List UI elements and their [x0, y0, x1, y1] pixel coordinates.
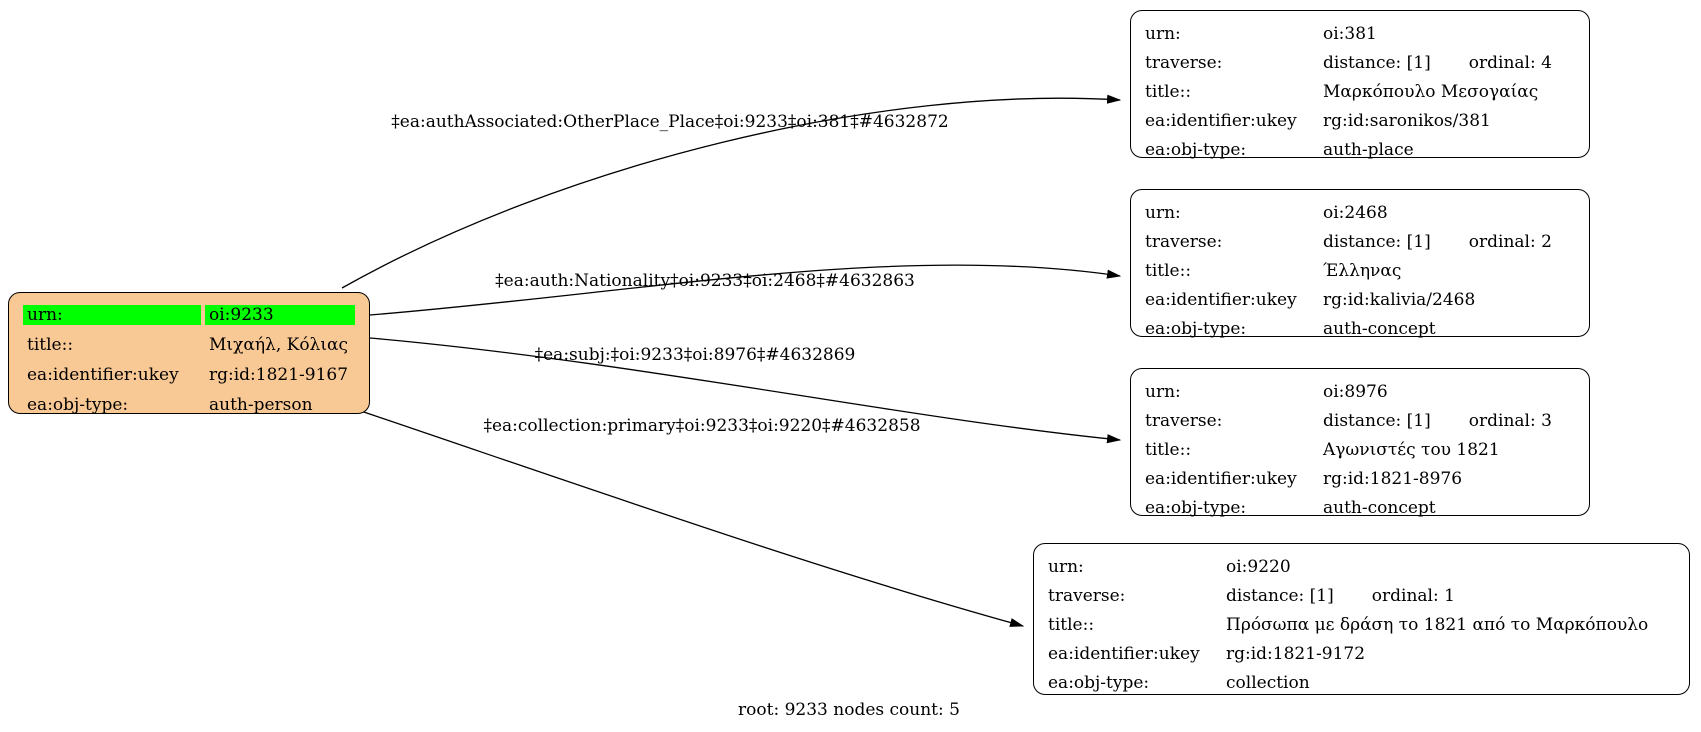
row-key: urn: [1145, 23, 1181, 44]
node-row: urn: oi:8976 [1145, 377, 1575, 406]
row-key: ea:identifier:ukey [1048, 643, 1200, 664]
row-value-ordinal: ordinal: 2 [1468, 231, 1552, 252]
node-oi-9220[interactable]: urn: oi:9220 traverse: distance: [1]ordi… [1033, 543, 1690, 695]
node-row: ea:identifier:ukey rg:id:kalivia/2468 [1145, 285, 1575, 314]
row-value: oi:9220 [1226, 556, 1291, 577]
node-oi-2468[interactable]: urn: oi:2468 traverse: distance: [1]ordi… [1130, 189, 1590, 339]
row-value: distance: [1]ordinal: 4 [1323, 52, 1552, 73]
edge-label-subj: ‡ea:subj:‡oi:9233‡oi:8976‡#4632869 [534, 345, 856, 365]
edge-label-nationality: ‡ea:auth:Nationality‡oi:9233‡oi:2468‡#46… [495, 271, 915, 291]
graph-caption: root: 9233 nodes count: 5 [738, 700, 960, 720]
node-row: title:: Μιχαήλ, Κόλιας [23, 331, 355, 359]
row-key: ea:identifier:ukey [27, 365, 179, 385]
row-key: title:: [1145, 260, 1192, 281]
node-row: title:: Μαρκόπουλο Μεσογαίας [1145, 77, 1575, 106]
node-row: ea:obj-type: auth-person [23, 391, 355, 419]
row-key: ea:obj-type: [1145, 318, 1247, 339]
node-row: title:: Αγωνιστές του 1821 [1145, 435, 1575, 464]
row-value: rg:id:saronikos/381 [1323, 110, 1491, 131]
row-value: rg:id:1821-8976 [1323, 468, 1463, 489]
edge-authAssociated [341, 94, 1122, 289]
row-value: distance: [1]ordinal: 1 [1226, 585, 1455, 606]
node-row: traverse: distance: [1]ordinal: 4 [1145, 48, 1575, 77]
row-key: urn: [1145, 381, 1181, 402]
row-value-ordinal: ordinal: 3 [1468, 410, 1552, 431]
row-value: Αγωνιστές του 1821 [1323, 439, 1500, 460]
row-value: collection [1226, 672, 1310, 693]
node-row: ea:obj-type: auth-place [1145, 135, 1575, 164]
node-row: urn: oi:2468 [1145, 198, 1575, 227]
edge-subj [369, 337, 1122, 444]
node-oi-381[interactable]: urn: oi:381 traverse: distance: [1]ordin… [1130, 10, 1590, 160]
row-value: oi:8976 [1323, 381, 1388, 402]
node-oi-8976[interactable]: urn: oi:8976 traverse: distance: [1]ordi… [1130, 368, 1590, 518]
edge-collection [351, 407, 1025, 627]
row-value: oi:9233 [205, 305, 355, 325]
row-key: ea:identifier:ukey [1145, 289, 1297, 310]
row-value: rg:id:kalivia/2468 [1323, 289, 1476, 310]
row-value: Πρόσωπα με δράση το 1821 από το Μαρκόπου… [1226, 614, 1649, 635]
row-key: ea:identifier:ukey [1145, 110, 1297, 131]
row-key: traverse: [1145, 410, 1223, 431]
node-row: urn: oi:381 [1145, 19, 1575, 48]
row-value: auth-concept [1323, 318, 1436, 339]
row-value: auth-concept [1323, 497, 1436, 518]
row-key: ea:obj-type: [1048, 672, 1150, 693]
row-key: ea:obj-type: [1145, 497, 1247, 518]
root-node-9233[interactable]: urn: oi:9233 title:: Μιχαήλ, Κόλιας ea:i… [8, 292, 370, 415]
row-value: Μαρκόπουλο Μεσογαίας [1323, 81, 1539, 102]
edge-label-authAssociated: ‡ea:authAssociated:OtherPlace_Place‡oi:9… [391, 112, 949, 132]
row-key: title:: [27, 335, 74, 355]
row-value-ordinal: ordinal: 1 [1371, 585, 1455, 606]
node-row: title:: Έλληνας [1145, 256, 1575, 285]
row-key: title:: [1145, 439, 1192, 460]
row-key: urn: [1048, 556, 1084, 577]
node-row: traverse: distance: [1]ordinal: 3 [1145, 406, 1575, 435]
row-key: title:: [1145, 81, 1192, 102]
node-row: urn: oi:9220 [1048, 552, 1675, 581]
row-key: ea:identifier:ukey [1145, 468, 1297, 489]
node-row: ea:obj-type: auth-concept [1145, 314, 1575, 343]
row-key: ea:obj-type: [27, 395, 129, 415]
row-value: auth-person [209, 395, 313, 415]
edge-label-collection: ‡ea:collection:primary‡oi:9233‡oi:9220‡#… [483, 416, 921, 436]
row-key: traverse: [1048, 585, 1126, 606]
row-value: distance: [1]ordinal: 2 [1323, 231, 1552, 252]
node-row: traverse: distance: [1]ordinal: 2 [1145, 227, 1575, 256]
row-value: oi:2468 [1323, 202, 1388, 223]
node-row: ea:identifier:ukey rg:id:1821-9172 [1048, 639, 1675, 668]
node-row: title:: Πρόσωπα με δράση το 1821 από το … [1048, 610, 1675, 639]
node-row: traverse: distance: [1]ordinal: 1 [1048, 581, 1675, 610]
row-key: urn: [1145, 202, 1181, 223]
node-row: urn: oi:9233 [23, 301, 355, 329]
row-key: urn: [23, 305, 201, 325]
node-row: ea:identifier:ukey rg:id:1821-9167 [23, 361, 355, 389]
row-value: auth-place [1323, 139, 1414, 160]
row-value: Έλληνας [1323, 260, 1402, 281]
node-row: ea:obj-type: auth-concept [1145, 493, 1575, 522]
row-key: title:: [1048, 614, 1095, 635]
row-key: traverse: [1145, 52, 1223, 73]
row-key: ea:obj-type: [1145, 139, 1247, 160]
node-row: ea:identifier:ukey rg:id:saronikos/381 [1145, 106, 1575, 135]
row-value: Μιχαήλ, Κόλιας [209, 335, 348, 355]
row-value: oi:381 [1323, 23, 1377, 44]
node-row: ea:obj-type: collection [1048, 668, 1675, 697]
row-value: rg:id:1821-9172 [1226, 643, 1366, 664]
edge-nationality [369, 264, 1122, 316]
row-value-ordinal: ordinal: 4 [1468, 52, 1552, 73]
row-value: rg:id:1821-9167 [209, 365, 349, 385]
row-key: traverse: [1145, 231, 1223, 252]
row-value: distance: [1]ordinal: 3 [1323, 410, 1552, 431]
node-row: ea:identifier:ukey rg:id:1821-8976 [1145, 464, 1575, 493]
